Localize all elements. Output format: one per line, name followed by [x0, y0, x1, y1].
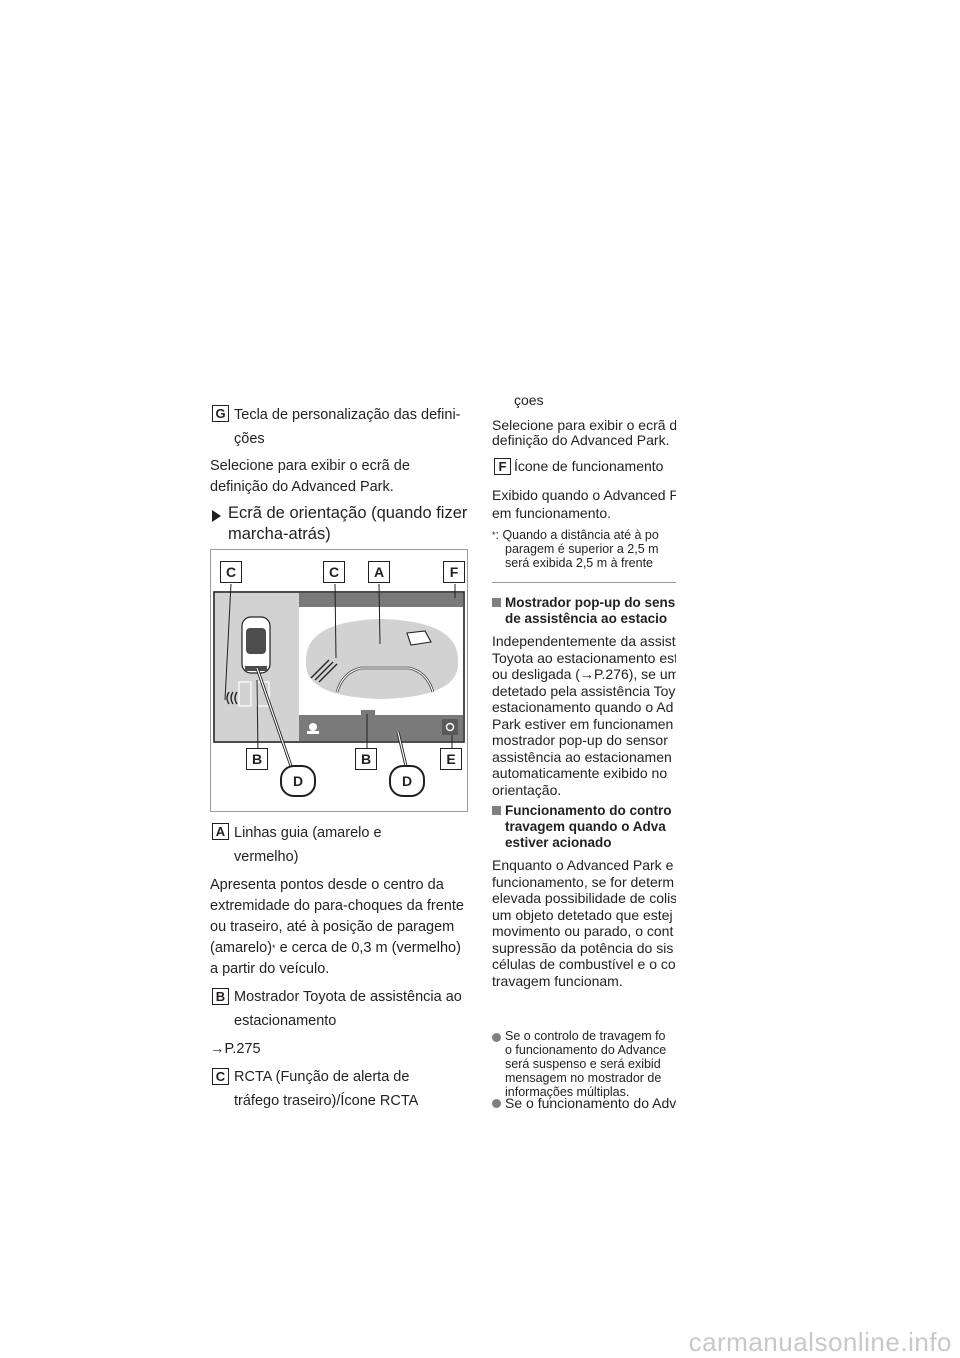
fn-divider — [492, 582, 676, 583]
b1-l0: Se o controlo de travagem fo — [505, 1029, 666, 1043]
p2-l6: células de combustível e o co — [492, 956, 676, 972]
h1-marker-icon — [492, 598, 501, 607]
a-desc-2: extremidade do para-choques da frente — [210, 898, 464, 914]
rcta-icon — [226, 691, 230, 705]
callout-f: F — [443, 561, 465, 583]
cont-line: çoes — [514, 392, 544, 408]
h2b: travagem quando o Adva — [505, 819, 666, 834]
a-desc-4: (amarelo)* e cerca de 0,3 m (vermelho) — [210, 938, 461, 958]
p2-l0: Enquanto o Advanced Park e — [492, 857, 674, 873]
a-desc-4a: (amarelo) — [210, 940, 273, 956]
p1-l2: ou desligada (→P.276), se um — [492, 666, 676, 682]
watermark: carmanualsonline.info — [688, 1327, 952, 1357]
a-desc-5: a partir do veículo. — [210, 961, 330, 977]
a-desc-3: ou traseiro, até à posição de paragem — [210, 919, 455, 935]
item-g: G — [212, 405, 229, 422]
callout-c-right: C — [323, 561, 345, 583]
a-desc-1: Apresenta pontos desde o centro da — [210, 877, 444, 893]
item-f: F — [494, 458, 511, 475]
callout-d-left: D — [280, 765, 316, 797]
fn-2: paragem é superior a 2,5 m — [505, 542, 659, 556]
p2-l5: supressão da potência do sis — [492, 939, 674, 956]
h2a: Funcionamento do contro — [505, 803, 672, 818]
guidance-screen-illustration — [213, 583, 465, 767]
b1-l3: mensagem no mostrador de — [505, 1071, 662, 1085]
callout-b-right: B — [355, 748, 377, 770]
section-heading-1: Ecrã de orientação (quando fizer — [228, 504, 468, 522]
section-heading-2: marcha-atrás) — [228, 525, 331, 543]
p1-l8: automaticamente exibido no — [492, 765, 668, 781]
p1-l1: Toyota ao estacionamento est — [492, 649, 676, 666]
callout-a: A — [368, 561, 390, 583]
b1-l4: informações múltiplas. — [505, 1085, 630, 1099]
item-b: B — [212, 988, 229, 1005]
p1: Independentemente da assist Toyota ao es… — [492, 633, 676, 798]
item-c: C — [212, 1068, 229, 1085]
item-a: A — [212, 823, 229, 840]
callout-c-left: C — [220, 561, 242, 583]
g-desc-2: definição do Advanced Park. — [210, 479, 394, 495]
item-g-label-2: ções — [234, 431, 265, 447]
fn-1-text: : Quando a distância até à po — [495, 528, 659, 542]
item-b-label-2: estacionamento — [234, 1013, 337, 1029]
item-letter-c: C — [212, 1068, 229, 1085]
bullet-2-icon — [492, 1099, 501, 1108]
r-l3: Exibido quando o Advanced P — [492, 487, 676, 503]
footnote-mark: * — [272, 943, 276, 953]
p1-l0: Independentemente da assist — [492, 633, 676, 649]
item-letter-b: B — [212, 988, 229, 1005]
item-letter-a: A — [212, 823, 229, 840]
p2-l7: travagem funcionam. — [492, 972, 623, 989]
r-l2: definição do Advanced Park. — [492, 432, 670, 448]
p1-l4: estacionamento quando o Ad — [492, 699, 674, 715]
park-icon — [307, 723, 319, 734]
p2-l1: funcionamento, se for determ — [492, 873, 675, 890]
b1: Se o controlo de travagem fo o funcionam… — [505, 1029, 666, 1099]
item-letter-g: G — [212, 405, 229, 422]
r-l1: Selecione para exibir o ecrã d — [492, 417, 676, 433]
callout-d-right: D — [389, 765, 425, 797]
g-desc-1: Selecione para exibir o ecrã de — [210, 458, 410, 474]
h1b: de assistência ao estacio — [505, 611, 668, 626]
bullet-1-icon — [492, 1033, 501, 1042]
right-column: çoes Selecione para exibir o ecrã d defi… — [492, 392, 676, 1112]
a-desc-4b: e cerca de 0,3 m (vermelho) — [275, 940, 461, 956]
b-page-ref-link[interactable]: →P.275 — [210, 1041, 261, 1057]
h1a: Mostrador pop-up do sens — [505, 595, 676, 610]
item-f-label: Ícone de funcionamento — [514, 458, 664, 474]
callout-b-left: B — [246, 748, 268, 770]
h2c: estiver acionado — [505, 835, 612, 850]
p2-l4: movimento ou parado, o cont — [492, 923, 674, 939]
h2-marker-icon — [492, 806, 501, 815]
p2: Enquanto o Advanced Park e funcionamento… — [492, 857, 676, 989]
p2-l3: um objeto detetado que estej — [492, 906, 673, 923]
item-c-label-2: tráfego traseiro)/Ícone RCTA — [234, 1093, 419, 1109]
r-l4: em funcionamento. — [492, 505, 612, 521]
p1-l7: assistência ao estacionamen — [492, 748, 672, 765]
p1-l9: orientação. — [492, 781, 562, 798]
guidance-screen-figure — [210, 549, 468, 812]
p1-l6: mostrador pop-up do sensor — [492, 732, 668, 748]
item-b-label-1: Mostrador Toyota de assistência ao — [234, 989, 462, 1005]
fn-mark: * — [492, 530, 496, 540]
item-c-label-1: RCTA (Função de alerta de — [234, 1069, 410, 1085]
p1-l3: detetado pela assistência Toy — [492, 682, 676, 699]
item-g-label-1: Tecla de personalização das defini- — [234, 407, 461, 423]
b1-l2: será suspenso e será exibid — [505, 1057, 661, 1071]
item-a-label-2: vermelho) — [234, 849, 299, 865]
section-arrow-icon — [212, 510, 221, 522]
fn-1: *: Quando a distância até à po — [492, 528, 659, 542]
p1-l5: Park estiver em funcionamen — [492, 715, 674, 732]
b2: Se o funcionamento do Adv — [505, 1095, 676, 1111]
item-a-label-1: Linhas guia (amarelo e — [234, 825, 382, 841]
callout-e: E — [440, 748, 462, 770]
item-letter-f: F — [494, 458, 511, 475]
gear-icon — [442, 719, 458, 735]
fn-3: será exibida 2,5 m à frente — [505, 556, 653, 570]
b1-l1: o funcionamento do Advance — [505, 1043, 667, 1057]
p2-l2: elevada possibilidade de colis — [492, 890, 676, 906]
